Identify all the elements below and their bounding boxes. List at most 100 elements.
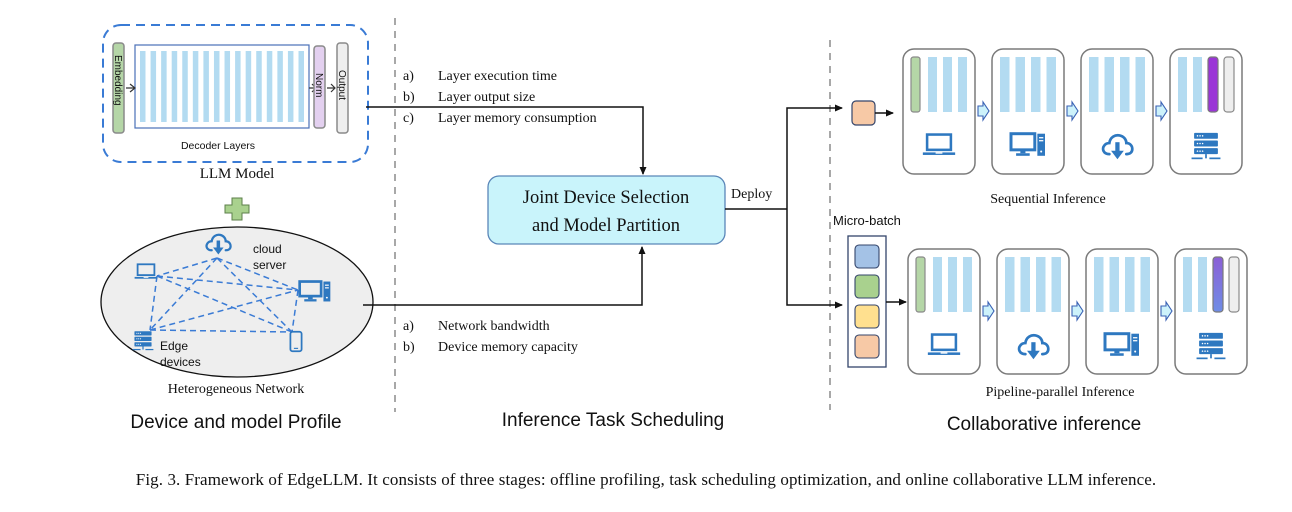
micro-batch-item xyxy=(854,274,880,299)
arrow-norm-output xyxy=(327,83,336,93)
decoder-layer-bar xyxy=(1183,257,1192,312)
decoder-layer-bar xyxy=(256,51,262,122)
input-token xyxy=(851,100,876,126)
flow-arrow-icon xyxy=(982,300,995,322)
decoder-layer-bar xyxy=(1089,57,1099,112)
decoder-layer-bar xyxy=(933,257,942,312)
network-metrics-list: a) Network bandwidth b) Device memory ca… xyxy=(403,319,578,355)
embedding-block xyxy=(112,42,125,134)
decoder-layer-bar xyxy=(1120,57,1130,112)
device-card-laptop xyxy=(907,248,981,375)
micro-batch-item xyxy=(854,244,880,269)
device-card-laptop xyxy=(902,48,976,175)
decoder-layer-bar xyxy=(963,257,972,312)
device-card-desktop xyxy=(991,48,1065,175)
optimizer-label-line-2: and Model Partition xyxy=(532,216,680,236)
norm-label: Norm xyxy=(313,73,324,97)
heterogeneous-network: cloud server Edge devices xyxy=(100,226,374,378)
llm-model-label: LLM Model xyxy=(200,166,275,182)
flow-arrow-icon xyxy=(1155,100,1168,122)
device-card-frame xyxy=(1080,48,1154,175)
figure-caption: Fig. 3. Framework of EdgeLLM. It consist… xyxy=(135,470,1157,489)
decoder-layer-bar xyxy=(1178,57,1187,112)
output-layer-bar xyxy=(1228,256,1240,313)
model-metric-text: Layer execution time xyxy=(438,69,557,84)
micro-batch-stack xyxy=(847,235,887,368)
device-card-frame xyxy=(902,48,976,175)
norm-block xyxy=(313,45,326,129)
flow-arrow-icon xyxy=(1071,300,1084,322)
decoder-layer-bar xyxy=(192,51,199,122)
decoder-layer-bar xyxy=(948,257,957,312)
decoder-layer-bar xyxy=(1198,257,1207,312)
cloud-server-label-1: cloud xyxy=(253,242,282,256)
decoder-layer-bar xyxy=(1036,257,1046,312)
model-metric-text: Layer memory consumption xyxy=(438,111,597,126)
decoder-layer-bar xyxy=(1193,57,1202,112)
output-block xyxy=(336,42,349,134)
decoder-layer-bar xyxy=(943,57,952,112)
output-label: Output xyxy=(336,70,347,100)
decoder-layer-bar xyxy=(958,57,967,112)
decoder-layer-bar xyxy=(1135,57,1145,112)
decoder-layer-bar xyxy=(1104,57,1114,112)
model-metric-marker: c) xyxy=(403,111,414,126)
decoder-layer-bar xyxy=(182,51,188,122)
norm-layer-bar xyxy=(1212,256,1224,313)
decoder-layer-bar xyxy=(1051,257,1061,312)
pipeline-inference-row xyxy=(907,248,1248,375)
flow-arrow-icon xyxy=(1066,100,1079,122)
stage-title-scheduling: Inference Task Scheduling xyxy=(502,410,725,431)
embedding-layer-bar xyxy=(910,56,921,113)
decoder-layer-bar xyxy=(1046,57,1056,112)
device-card-server xyxy=(1169,48,1243,175)
stage-title-profile: Device and model Profile xyxy=(130,412,341,433)
micro-batch-label: Micro-batch xyxy=(833,213,901,228)
device-card-cloud xyxy=(1080,48,1154,175)
llm-model-block: Embedding Norm Output Decoder Layers xyxy=(102,24,369,163)
decoder-layer-bar xyxy=(161,51,167,122)
sequential-inference-label: Sequential Inference xyxy=(990,192,1105,207)
decoder-layer-bar xyxy=(171,51,178,122)
decoder-layer-bar xyxy=(213,51,220,122)
embedding-label: Embedding xyxy=(112,55,123,106)
embedding-layer-bar xyxy=(915,256,926,313)
decoder-layers-frame xyxy=(134,44,310,129)
micro-batch-item xyxy=(854,304,880,329)
edge-devices-label-1: Edge xyxy=(160,339,188,353)
model-metric-text: Layer output size xyxy=(438,90,535,105)
device-card-frame xyxy=(907,248,981,375)
decoder-layer-bars xyxy=(140,51,304,122)
decoder-layer-bar xyxy=(1005,257,1015,312)
decoder-layer-bar xyxy=(150,51,157,122)
flow-arrow-icon xyxy=(977,100,990,122)
network-ellipse xyxy=(100,226,374,378)
network-metric-marker: b) xyxy=(403,340,415,355)
deploy-label: Deploy xyxy=(731,187,772,202)
plus-icon xyxy=(224,197,250,221)
pipeline-inference-label: Pipeline-parallel Inference xyxy=(986,385,1135,400)
decoder-layer-bar xyxy=(1000,57,1010,112)
decoder-layer-bar xyxy=(224,51,231,122)
decoder-layer-bar xyxy=(287,51,294,122)
decoder-layer-bar xyxy=(245,51,252,122)
decoder-layer-bar xyxy=(298,51,304,122)
edge-devices-label-2: devices xyxy=(160,355,201,369)
network-metric-text: Network bandwidth xyxy=(438,319,550,334)
device-card-frame xyxy=(996,248,1070,375)
heterogeneous-network-label: Heterogeneous Network xyxy=(168,382,304,397)
decoder-layer-bar xyxy=(1094,257,1104,312)
model-metric-marker: b) xyxy=(403,90,415,105)
decoder-layer-bar xyxy=(1031,57,1041,112)
decoder-layer-bar xyxy=(1015,57,1025,112)
decoder-layer-bar xyxy=(266,51,273,122)
network-links xyxy=(149,257,299,333)
llm-model-dashed-border xyxy=(102,24,369,163)
output-layer-bar xyxy=(1223,56,1235,113)
decoder-layer-bar xyxy=(235,51,241,122)
model-metrics-list: a) Layer execution time b) Layer output … xyxy=(403,69,597,126)
deploy-branch-sequential xyxy=(786,104,843,209)
flow-arrow-icon xyxy=(1160,300,1173,322)
connector-model-to-optimizer xyxy=(366,106,647,175)
optimizer-label-line-1: Joint Device Selection xyxy=(523,188,689,208)
